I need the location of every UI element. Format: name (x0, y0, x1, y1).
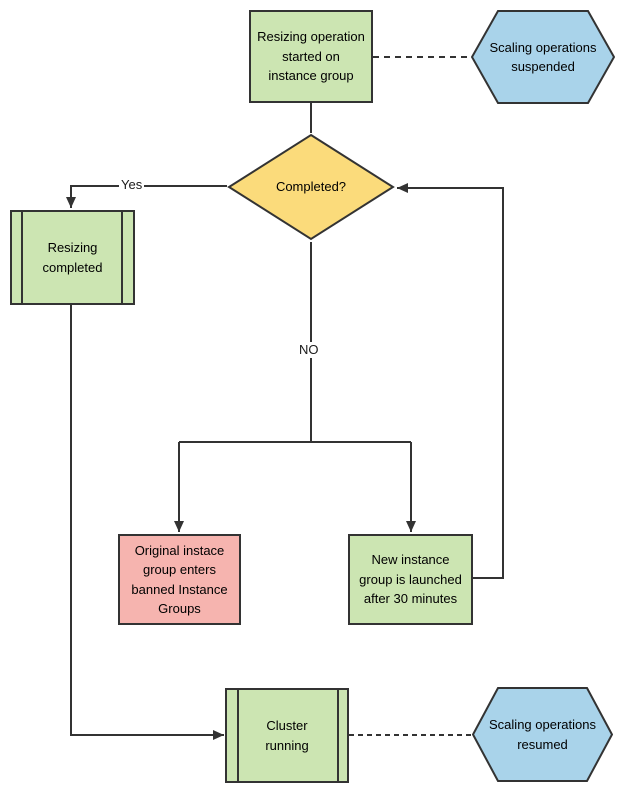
edge-completed-to-cluster (70, 305, 224, 740)
predefined-process-shape (10, 210, 135, 305)
node-resize-start: Resizing operation started on instance g… (249, 10, 373, 103)
node-label: Cluster running (265, 718, 309, 753)
edge-yes (66, 185, 227, 208)
process-shape (118, 534, 241, 625)
process-shape (249, 10, 373, 103)
node-scaling-resumed: Scaling operations resumed (472, 687, 613, 782)
edge-label-no: NO (297, 342, 321, 358)
node-new-instance-group: New instance group is launched after 30 … (348, 534, 473, 625)
hexagon-shape (472, 687, 613, 782)
edge-loop-to-decision (397, 183, 504, 579)
node-label: Original instace group enters banned Ins… (131, 542, 228, 617)
node-label: Resizing completed (42, 240, 103, 275)
decision-diamond-shape (227, 133, 395, 241)
edge-label-yes: Yes (119, 177, 145, 193)
node-label: New instance group is launched after 30 … (359, 552, 462, 607)
node-label: Completed? (275, 179, 347, 195)
predefined-process-shape (225, 688, 349, 783)
node-completed-decision: Completed? (227, 133, 395, 241)
node-resizing-completed: Resizing completed (10, 210, 135, 305)
node-cluster-running: Cluster running (225, 688, 349, 783)
hexagon-shape (471, 10, 615, 104)
node-label: Resizing operation started on instance g… (257, 29, 365, 84)
node-label: Scaling operations suspended (489, 39, 597, 75)
process-shape (348, 534, 473, 625)
node-original-banned: Original instace group enters banned Ins… (118, 534, 241, 625)
node-label: Scaling operations resumed (489, 717, 596, 752)
node-scaling-suspended: Scaling operations suspended (471, 10, 615, 104)
